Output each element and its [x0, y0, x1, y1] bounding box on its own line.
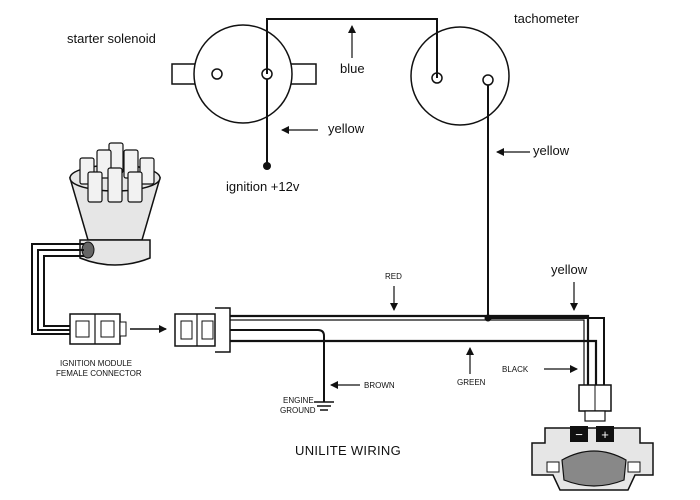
engine-ground-label-line1: ENGINE	[283, 396, 314, 405]
blue-wire-label: blue	[340, 61, 365, 76]
green-black-wire	[230, 339, 598, 385]
terminal-plus-symbol: +	[601, 427, 609, 442]
red-wire-label: RED	[385, 272, 402, 281]
yellow-right-wire	[488, 317, 605, 385]
tachometer-right-terminal	[482, 74, 494, 86]
terminal-minus	[570, 426, 588, 442]
solenoid-right-tab	[289, 63, 317, 85]
unilite-male-connector	[174, 307, 231, 353]
distributor-cap-icon	[69, 142, 161, 266]
tachometer-body	[410, 26, 510, 126]
tachometer-label: tachometer	[514, 11, 580, 26]
blue-wire	[266, 18, 438, 78]
yellow-right-label: yellow	[551, 262, 588, 277]
starter-solenoid-label: starter solenoid	[67, 31, 156, 46]
solenoid-left-terminal	[211, 68, 223, 80]
diagram-title: UNILITE WIRING	[295, 443, 401, 458]
unilite-module-icon: − +	[531, 384, 654, 491]
brown-wire-label: BROWN	[364, 381, 395, 390]
terminal-minus-symbol: −	[575, 427, 583, 442]
green-wire-label: GREEN	[457, 378, 486, 387]
yellow-tach-label: yellow	[533, 143, 570, 158]
ignition-module-label-line2: FEMALE CONNECTOR	[56, 369, 142, 378]
distributor-wires	[31, 243, 84, 335]
ignition-12v-label: ignition +12v	[226, 179, 300, 194]
ignition-module-label-line1: IGNITION MODULE	[60, 359, 132, 368]
ground-icon	[314, 401, 334, 411]
starter-solenoid	[171, 24, 317, 124]
ignition-terminal-dot	[263, 162, 271, 170]
brown-wire	[230, 329, 325, 402]
red-wire-shadow	[230, 319, 585, 385]
red-wire	[230, 314, 590, 385]
ignition-module-connector	[69, 313, 127, 345]
solenoid-body	[193, 24, 293, 124]
terminal-plus	[596, 426, 614, 442]
yellow-solenoid-label: yellow	[328, 121, 365, 136]
tachometer	[410, 26, 510, 126]
black-wire-label: BLACK	[502, 365, 529, 374]
engine-ground-label-line2: GROUND	[280, 406, 316, 415]
